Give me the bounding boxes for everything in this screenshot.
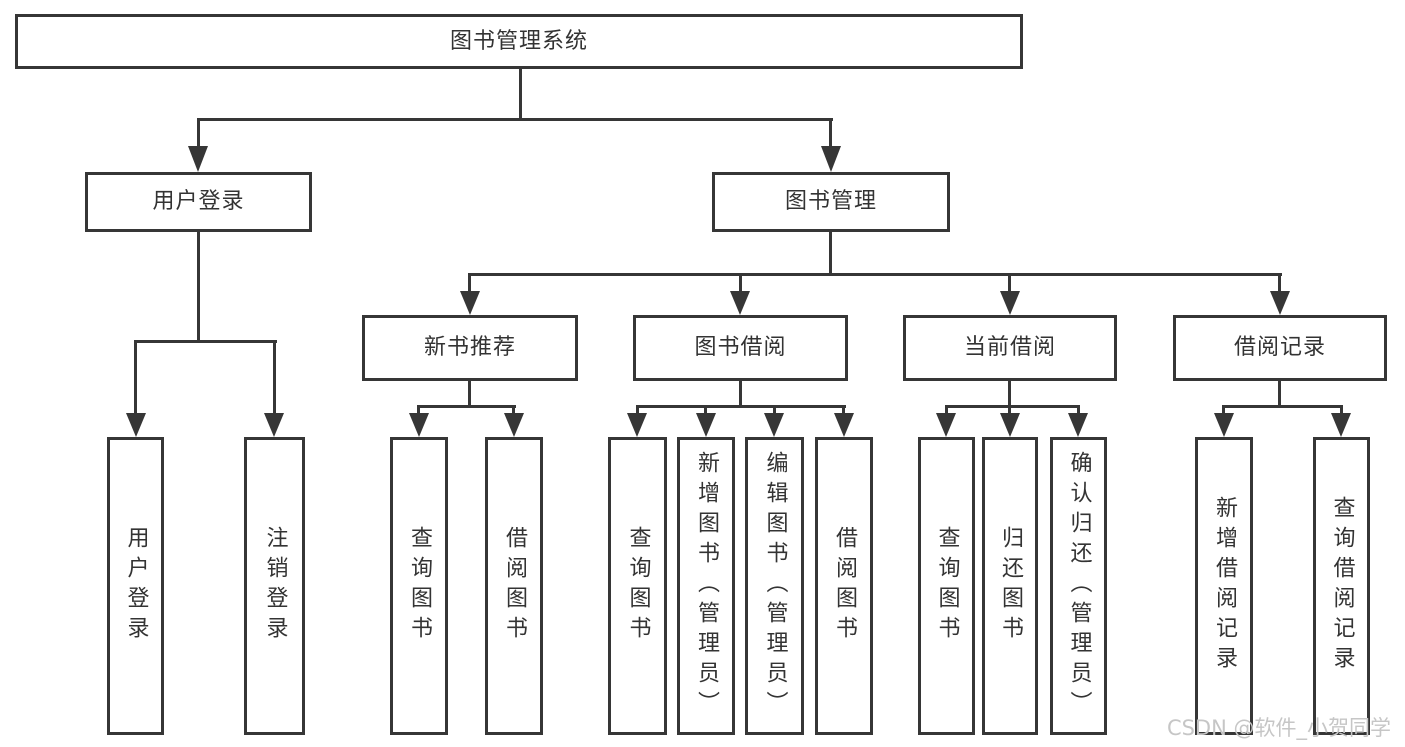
leaf-add-book-admin: 新增图书（管理员） (677, 437, 735, 735)
connector-line (1340, 405, 1343, 419)
leaf-query-borrow-record-label: 查询借阅记录 (1329, 496, 1355, 676)
leaf-logout-login: 注销登录 (244, 437, 305, 735)
leaf-borrowing-query-book: 查询图书 (608, 437, 667, 735)
connector-line (134, 340, 137, 417)
node-borrowing-records-label: 借阅记录 (1233, 335, 1326, 360)
leaf-recommend-borrow-book-label: 借阅图书 (502, 526, 527, 646)
leaf-add-borrow-record-label: 新增借阅记录 (1212, 496, 1237, 676)
arrowhead-down-icon (264, 413, 284, 437)
leaf-confirm-return-admin-label: 确认归还（管理员） (1066, 451, 1092, 721)
arrowhead-down-icon (1270, 291, 1290, 315)
connector-line (1222, 405, 1225, 419)
node-current-borrowing-label: 当前借阅 (963, 335, 1056, 360)
leaf-edit-book-admin-label: 编辑图书（管理员） (762, 451, 788, 721)
connector-line (468, 381, 471, 408)
connector-line (1077, 405, 1080, 419)
node-root-system-label: 图书管理系统 (449, 28, 588, 54)
arrowhead-down-icon (696, 413, 716, 437)
leaf-user-login: 用户登录 (107, 437, 164, 735)
leaf-logout-login-label: 注销登录 (262, 526, 288, 646)
connector-line (273, 340, 276, 417)
leaf-return-book-label: 归还图书 (998, 526, 1023, 646)
arrowhead-down-icon (409, 413, 429, 437)
arrowhead-down-icon (1000, 413, 1020, 437)
node-user-login: 用户登录 (85, 172, 312, 232)
connector-line (829, 232, 832, 276)
connector-line (197, 118, 833, 121)
arrowhead-down-icon (126, 413, 146, 437)
leaf-return-book: 归还图书 (982, 437, 1038, 735)
arrowhead-down-icon (504, 413, 524, 437)
connector-line (636, 405, 846, 408)
arrowhead-down-icon (1331, 413, 1351, 437)
connector-line (468, 273, 1282, 276)
connector-line (945, 405, 1080, 408)
leaf-add-book-admin-label: 新增图书（管理员） (694, 451, 719, 721)
connector-line (417, 405, 420, 419)
node-book-management-label: 图书管理 (784, 189, 877, 214)
connector-line (512, 405, 515, 419)
arrowhead-down-icon (1000, 291, 1020, 315)
connector-line (1008, 405, 1011, 419)
arrowhead-down-icon (1068, 413, 1088, 437)
connector-line (1222, 405, 1343, 408)
connector-line (468, 273, 471, 295)
connector-line (1278, 381, 1281, 408)
leaf-confirm-return-admin: 确认归还（管理员） (1050, 437, 1107, 735)
connector-line (842, 405, 845, 419)
connector-line (134, 340, 277, 343)
connector-line (739, 381, 742, 408)
connector-line (197, 232, 200, 343)
arrowhead-down-icon (627, 413, 647, 437)
leaf-borrowing-borrow-book: 借阅图书 (815, 437, 873, 735)
arrowhead-down-icon (188, 146, 208, 172)
connector-line (1278, 273, 1281, 295)
arrowhead-down-icon (1214, 413, 1234, 437)
leaf-recommend-query-book-label: 查询图书 (407, 526, 432, 646)
node-user-login-label: 用户登录 (152, 189, 245, 214)
csdn-watermark: CSDN @软件_小贺同学 (1166, 716, 1391, 740)
arrowhead-down-icon (834, 413, 854, 437)
connector-line (829, 118, 832, 150)
connector-line (417, 405, 516, 408)
connector-line (197, 118, 200, 150)
connector-line (519, 69, 522, 121)
leaf-borrowing-borrow-book-label: 借阅图书 (832, 526, 857, 646)
arrowhead-down-icon (460, 291, 480, 315)
arrowhead-down-icon (764, 413, 784, 437)
node-book-borrowing: 图书借阅 (633, 315, 848, 381)
node-current-borrowing: 当前借阅 (903, 315, 1117, 381)
node-borrowing-records: 借阅记录 (1173, 315, 1387, 381)
leaf-current-query-book: 查询图书 (918, 437, 975, 735)
leaf-query-borrow-record: 查询借阅记录 (1313, 437, 1370, 735)
connector-line (636, 405, 639, 419)
arrowhead-down-icon (821, 146, 841, 172)
node-root-system: 图书管理系统 (15, 14, 1023, 69)
leaf-recommend-borrow-book: 借阅图书 (485, 437, 543, 735)
node-book-management: 图书管理 (712, 172, 950, 232)
connector-line (704, 405, 707, 419)
connector-line (1008, 273, 1011, 295)
node-new-book-recommend-label: 新书推荐 (423, 335, 516, 360)
leaf-user-login-label: 用户登录 (123, 526, 149, 646)
connector-line (945, 405, 948, 419)
node-new-book-recommend: 新书推荐 (362, 315, 578, 381)
node-book-borrowing-label: 图书借阅 (694, 335, 787, 360)
leaf-recommend-query-book: 查询图书 (390, 437, 448, 735)
connector-line (1008, 381, 1011, 408)
leaf-current-query-book-label: 查询图书 (934, 526, 960, 646)
connector-line (773, 405, 776, 419)
arrowhead-down-icon (936, 413, 956, 437)
connector-line (739, 273, 742, 295)
leaf-add-borrow-record: 新增借阅记录 (1195, 437, 1253, 735)
arrowhead-down-icon (730, 291, 750, 315)
leaf-edit-book-admin: 编辑图书（管理员） (745, 437, 804, 735)
leaf-borrowing-query-book-label: 查询图书 (625, 526, 651, 646)
